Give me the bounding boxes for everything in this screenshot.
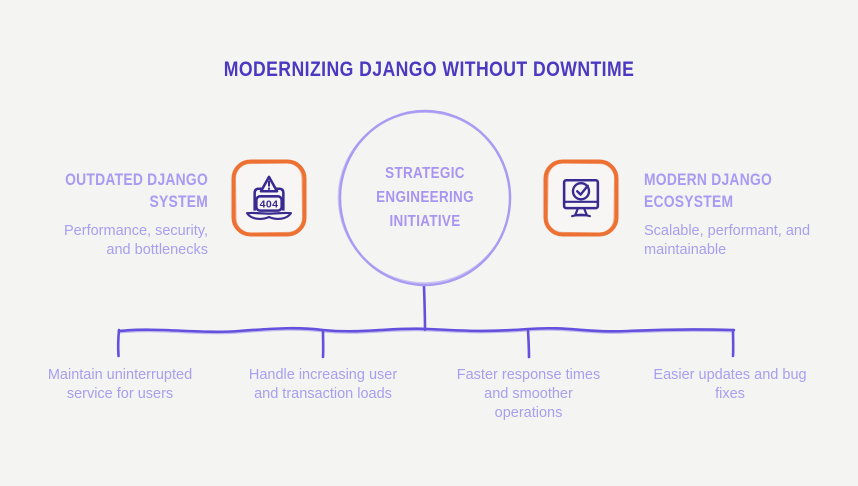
bracket-line-echo: [118, 329, 735, 335]
circle-outline: [337, 109, 512, 287]
benefit-item-handle-load: Handle increasing user and transaction l…: [248, 367, 398, 402]
error-404-label: 404: [260, 199, 279, 211]
bracket-line: [117, 326, 736, 334]
modern-ecosystem-heading: MODERN DJANGO ECOSYSTEM: [644, 171, 773, 211]
modern-ecosystem-description: Scalable, performant, and maintainable: [644, 223, 811, 258]
outdated-system-icon-tile: 404: [230, 158, 308, 238]
bracket-drop-3: [526, 328, 531, 359]
benefit-item-easier-updates: Easier updates and bug fixes: [653, 367, 807, 402]
bracket-drop-1: [116, 328, 121, 358]
orange-frame-icon: [543, 159, 619, 237]
monitor-check-icon: [562, 179, 600, 218]
benefit-item-uninterrupted-service: Maintain uninterrupted service for users: [47, 367, 193, 402]
outdated-system-block: OUTDATED DJANGO SYSTEM Performance, secu…: [18, 169, 208, 260]
central-node-label: STRATEGIC ENGINEERING INITIATIVE: [376, 165, 474, 230]
central-node: STRATEGIC ENGINEERING INITIATIVE: [336, 108, 514, 288]
modern-ecosystem-icon-tile: [542, 158, 620, 238]
outdated-system-heading: OUTDATED DJANGO SYSTEM: [65, 171, 209, 211]
laptop-404-error-icon: 404: [245, 175, 293, 221]
benefit-item-faster-response: Faster response times and smoother opera…: [456, 367, 601, 421]
center-stem-line: [422, 284, 427, 332]
outdated-system-description: Performance, security, and bottlenecks: [64, 223, 208, 258]
modern-ecosystem-block: MODERN DJANGO ECOSYSTEM Scalable, perfor…: [644, 169, 834, 260]
page-title: MODERNIZING DJANGO WITHOUT DOWNTIME: [223, 58, 635, 81]
